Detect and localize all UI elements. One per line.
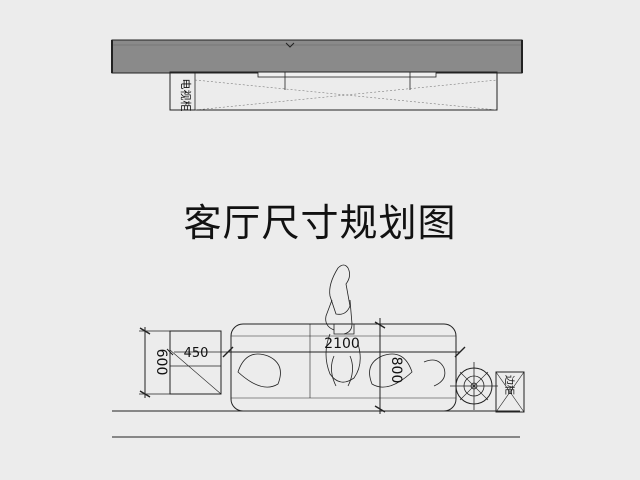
top-wall-section xyxy=(111,39,523,90)
dimension-800: 800 xyxy=(374,318,404,414)
side-table-width-label: 450 xyxy=(184,346,209,361)
lamp-table xyxy=(450,362,498,410)
side-table-depth-label: 600 xyxy=(153,349,169,376)
cushion-right xyxy=(369,353,413,388)
tv-cabinet: 电视柜 xyxy=(169,71,498,112)
cushion-left xyxy=(237,353,281,388)
sofa-length-label: 2100 xyxy=(324,336,360,352)
sofa-depth-label: 800 xyxy=(388,357,404,384)
plan-title: 客厅尺寸规划图 xyxy=(183,201,457,245)
dimension-600: 600 xyxy=(139,327,170,398)
side-table: 450 xyxy=(166,330,230,395)
side-cabinet-label: 边柜 xyxy=(503,375,516,395)
person-figure xyxy=(325,264,361,387)
dimension-2100: 2100 xyxy=(222,336,466,358)
wall-marker xyxy=(285,42,295,48)
wall-slab xyxy=(111,39,523,74)
tv-cabinet-label: 电视柜 xyxy=(179,79,193,112)
side-cabinet: 边柜 xyxy=(495,371,525,413)
